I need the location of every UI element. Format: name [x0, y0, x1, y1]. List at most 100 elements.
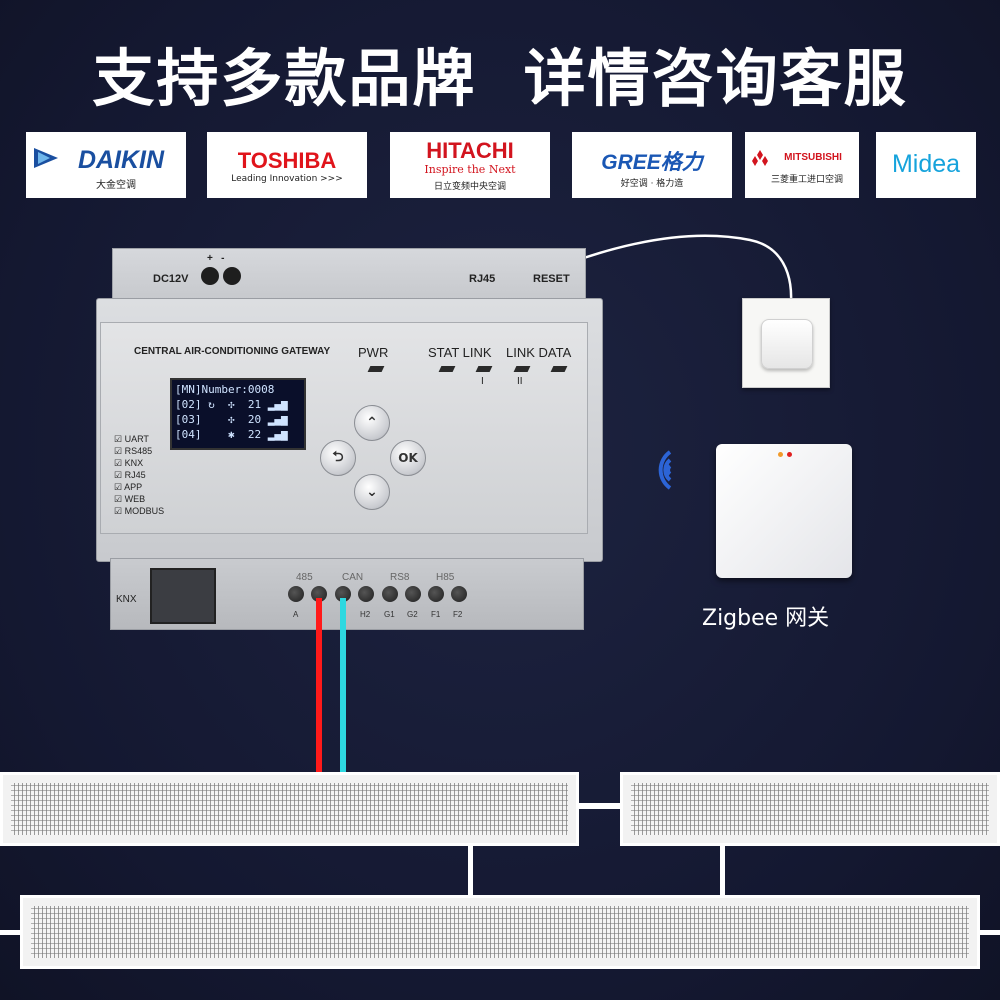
checkbox-label: UART	[124, 434, 149, 444]
checkbox-label: RJ45	[124, 470, 146, 480]
connector-pipe	[720, 846, 725, 898]
brand-logo-mitsubishi: MITSUBISHI 三菱重工进口空调	[745, 132, 859, 198]
bus-label: CAN	[342, 572, 364, 583]
checkbox-label: RS485	[124, 446, 153, 456]
rj45-label: RJ45	[469, 273, 496, 285]
brand-name: GREE格力	[601, 151, 703, 174]
bus-wire-cyan	[340, 598, 346, 776]
checkbox-label: KNX	[124, 458, 144, 468]
reset-label: RESET	[533, 273, 570, 285]
brand-sub: Inspire the Next	[424, 163, 516, 176]
terminal-screw	[405, 586, 421, 602]
brand-logo-hitachi: HITACHI Inspire the Next 日立变频中央空调	[390, 132, 550, 198]
connector-pipe	[0, 930, 22, 935]
brand-sub: 好空调 · 格力造	[620, 179, 684, 189]
brand-logo-gree: GREE格力 好空调 · 格力造	[572, 132, 732, 198]
checkbox-web: ☑ WEB	[114, 494, 146, 504]
terminal-screw	[335, 586, 351, 602]
plug-adapter	[761, 319, 813, 369]
wireless-signal-icon	[658, 450, 672, 490]
terminal-screw	[288, 586, 304, 602]
bus-label: RS8	[390, 572, 410, 583]
ceiling-vent	[620, 772, 1000, 846]
lcd-line: [04] ✱ 22 ▂▄▆	[175, 428, 288, 441]
wall-socket	[742, 298, 830, 388]
vent-grille	[11, 783, 568, 835]
led-data	[550, 366, 568, 372]
checkbox-uart: ☑ UART	[114, 434, 149, 444]
brand-logo-midea: Midea	[876, 132, 976, 198]
terminal-label: F1	[431, 610, 441, 619]
ceiling-vent	[0, 772, 579, 846]
lcd-line: [02] ↻ ✣ 21 ▂▄▆	[175, 398, 288, 411]
led-label-link-data: LINK DATA	[506, 345, 572, 360]
led-pwr	[367, 366, 385, 372]
status-led	[778, 452, 783, 457]
gateway-title: CENTRAL AIR-CONDITIONING GATEWAY	[134, 346, 331, 357]
led-stat	[438, 366, 456, 372]
terminal-screw	[451, 586, 467, 602]
terminal-label: F2	[453, 610, 463, 619]
terminal-label: G1	[384, 610, 395, 619]
checkbox-label: APP	[124, 482, 143, 492]
connector-pipe	[576, 803, 624, 809]
brand-logo-row: DAIKIN 大金空调 TOSHIBA Leading Innovation >…	[26, 132, 976, 200]
lcd-line: [03] ✣ 20 ▂▄▆	[175, 413, 288, 426]
bus-wire-red	[316, 598, 322, 776]
brand-name: HITACHI	[426, 138, 514, 163]
led-sub-label: II	[517, 376, 523, 387]
connector-pipe	[468, 846, 473, 898]
power-label: DC12V	[153, 273, 189, 285]
brand-name: DAIKIN	[77, 146, 165, 174]
power-terminal	[223, 267, 241, 285]
terminal-screw	[358, 586, 374, 602]
led-label-pwr: PWR	[358, 345, 389, 360]
knx-label: KNX	[116, 594, 137, 605]
up-button[interactable]: ⌃	[354, 405, 390, 441]
brand-sub: Leading Innovation >>>	[231, 174, 343, 184]
brand-sub: 大金空调	[96, 180, 136, 191]
terminal-label: H2	[360, 610, 371, 619]
knx-port	[150, 568, 216, 624]
back-button[interactable]: ⮌	[320, 440, 356, 476]
led-sub-label: I	[481, 376, 484, 387]
brand-sub2: 日立变频中央空调	[433, 182, 506, 192]
connector-pipe	[978, 930, 1000, 935]
checkbox-label: MODBUS	[124, 506, 165, 516]
led-link-2	[513, 366, 531, 372]
plus-label: + -	[207, 253, 225, 264]
led-label-stat-link: STAT LINK	[428, 345, 492, 360]
terminal-label: A	[293, 610, 299, 619]
led-link-1	[475, 366, 493, 372]
checkbox-knx: ☑ KNX	[114, 458, 144, 468]
brand-logo-daikin: DAIKIN 大金空调	[26, 132, 186, 198]
vent-grille	[631, 783, 989, 835]
terminal-screw	[382, 586, 398, 602]
terminal-screw	[311, 586, 327, 602]
down-button[interactable]: ⌄	[354, 474, 390, 510]
checkbox-modbus: ☑ MODBUS	[114, 506, 165, 516]
zigbee-label: Zigbee 网关	[702, 606, 830, 631]
headline: 支持多款品牌 详情咨询客服	[92, 42, 908, 115]
status-led	[787, 452, 792, 457]
terminal-label: G2	[407, 610, 418, 619]
brand-name: MITSUBISHI	[784, 152, 842, 163]
brand-name: Midea	[891, 150, 961, 178]
brand-logo-toshiba: TOSHIBA Leading Innovation >>>	[207, 132, 367, 198]
ceiling-vent	[20, 895, 980, 969]
brand-sub: 三菱重工进口空调	[770, 175, 843, 185]
brand-name: TOSHIBA	[237, 148, 337, 173]
vent-grille	[31, 906, 969, 958]
bus-label: 485	[296, 572, 313, 583]
lcd-line: [MN]Number:0008	[175, 383, 275, 396]
checkbox-rj45: ☑ RJ45	[114, 470, 146, 480]
mitsubishi-diamonds-icon	[752, 150, 768, 166]
ok-button[interactable]: OK	[390, 440, 426, 476]
checkbox-app: ☑ APP	[114, 482, 143, 492]
bus-label: H85	[436, 572, 455, 583]
daikin-mark-icon	[34, 148, 58, 168]
checkbox-label: WEB	[124, 494, 146, 504]
terminal-screw	[428, 586, 444, 602]
